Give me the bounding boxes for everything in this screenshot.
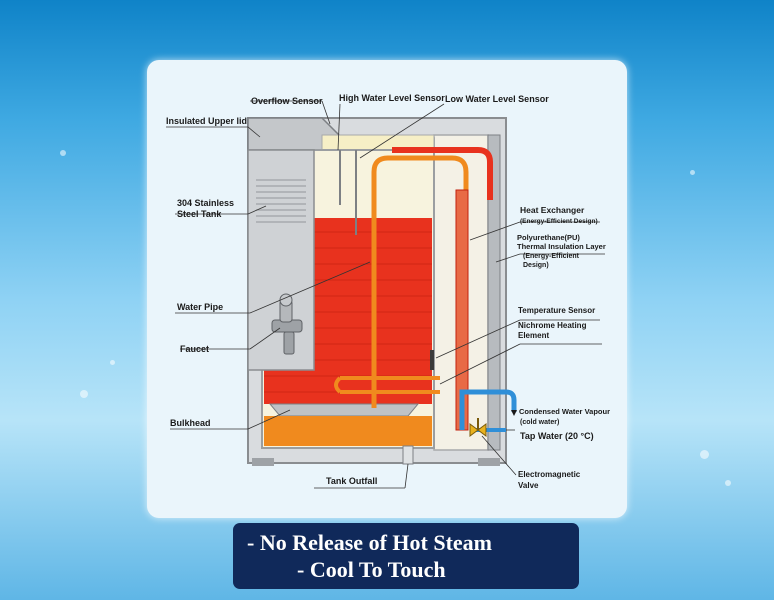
label-pu-line1: Polyurethane(PU): [517, 233, 580, 242]
banner-line-2: - Cool To Touch: [297, 557, 446, 582]
label-pu-line2: Thermal Insulation Layer: [517, 242, 606, 251]
bubble: [725, 480, 731, 486]
heat-exchanger-pipe: [392, 147, 493, 200]
electromagnetic-valve-icon: [469, 418, 487, 437]
cold-water-pipe: [459, 389, 517, 430]
label-condensed-line2: (cold water): [520, 419, 559, 426]
label-pu-line3: (Energy-Efficient: [523, 253, 580, 260]
label-condensed-line1: Condensed Water Vapour: [519, 407, 610, 416]
water-pipe: [371, 155, 469, 408]
nichrome-heating-element: [334, 376, 440, 394]
bubble: [690, 170, 695, 175]
label-valve-line1: Electromagnetic: [518, 470, 581, 479]
label-overflow-sensor: Overflow Sensor: [251, 96, 323, 106]
feature-banner: - No Release of Hot Steam - Cool To Touc…: [233, 523, 579, 589]
base-leg: [478, 458, 500, 466]
front-steel-panel: [247, 149, 315, 371]
label-high-level-sensor: High Water Level Sensor: [339, 93, 445, 103]
bubble: [80, 390, 88, 398]
label-low-level-sensor: Low Water Level Sensor: [445, 94, 549, 104]
label-heat-exchanger-sub: (Energy-Efficient Design): [520, 218, 598, 225]
label-water-pipe: Water Pipe: [177, 302, 223, 312]
bubble: [110, 360, 115, 365]
banner-line-1: - No Release of Hot Steam: [247, 530, 492, 555]
label-heat-exchanger: Heat Exchanger: [520, 205, 585, 215]
label-nichrome-line1: Nichrome Heating: [518, 321, 587, 330]
bubble: [700, 450, 709, 459]
faucet-icon: [271, 293, 303, 355]
label-tank-line1: 304 Stainless: [177, 198, 234, 208]
tank-outfall-pipe: [402, 445, 414, 465]
label-pu-line4: Design): [523, 262, 549, 269]
label-bulkhead: Bulkhead: [170, 418, 211, 428]
down-arrow-icon: [511, 410, 517, 416]
label-insulated-lid: Insulated Upper lid: [166, 116, 247, 126]
bubble: [60, 150, 66, 156]
base-leg: [252, 458, 274, 466]
temperature-sensor: [430, 350, 434, 370]
label-tank-outfall: Tank Outfall: [326, 476, 377, 486]
label-valve-line2: Valve: [518, 481, 539, 490]
warm-water: [264, 416, 432, 446]
label-nichrome-line2: Element: [518, 331, 549, 340]
label-tank-line2: Steel Tank: [177, 209, 222, 219]
label-temp-sensor: Temperature Sensor: [518, 306, 595, 315]
label-tap-water: Tap Water (20 °C): [520, 431, 594, 441]
bulkhead-plate: [268, 403, 420, 417]
label-faucet: Faucet: [180, 344, 209, 354]
